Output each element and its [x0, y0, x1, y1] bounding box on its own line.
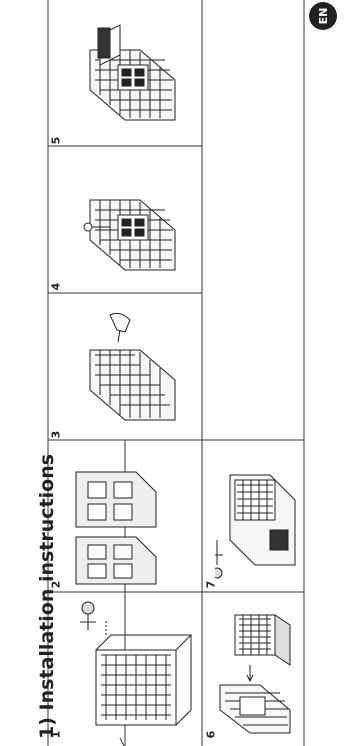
filter-screw-install-illustration	[66, 600, 196, 740]
attach-housing-illustration	[80, 10, 190, 135]
page-title: 1) Installation instructions	[36, 454, 58, 739]
screw-grille-bracket-illustration	[80, 160, 190, 285]
step-number-1: 1	[49, 731, 62, 739]
step-number-4: 4	[49, 283, 62, 291]
language-badge: EN	[309, 2, 337, 30]
drill-grille-illustration	[80, 310, 190, 430]
insert-filter-illustration	[215, 605, 300, 735]
step-number-5: 5	[49, 137, 62, 145]
screw-filter-housing-illustration	[215, 455, 300, 585]
filter-frame-clips-illustration	[66, 452, 198, 587]
step-number-3: 3	[49, 431, 62, 439]
step-number-2: 2	[49, 581, 62, 589]
